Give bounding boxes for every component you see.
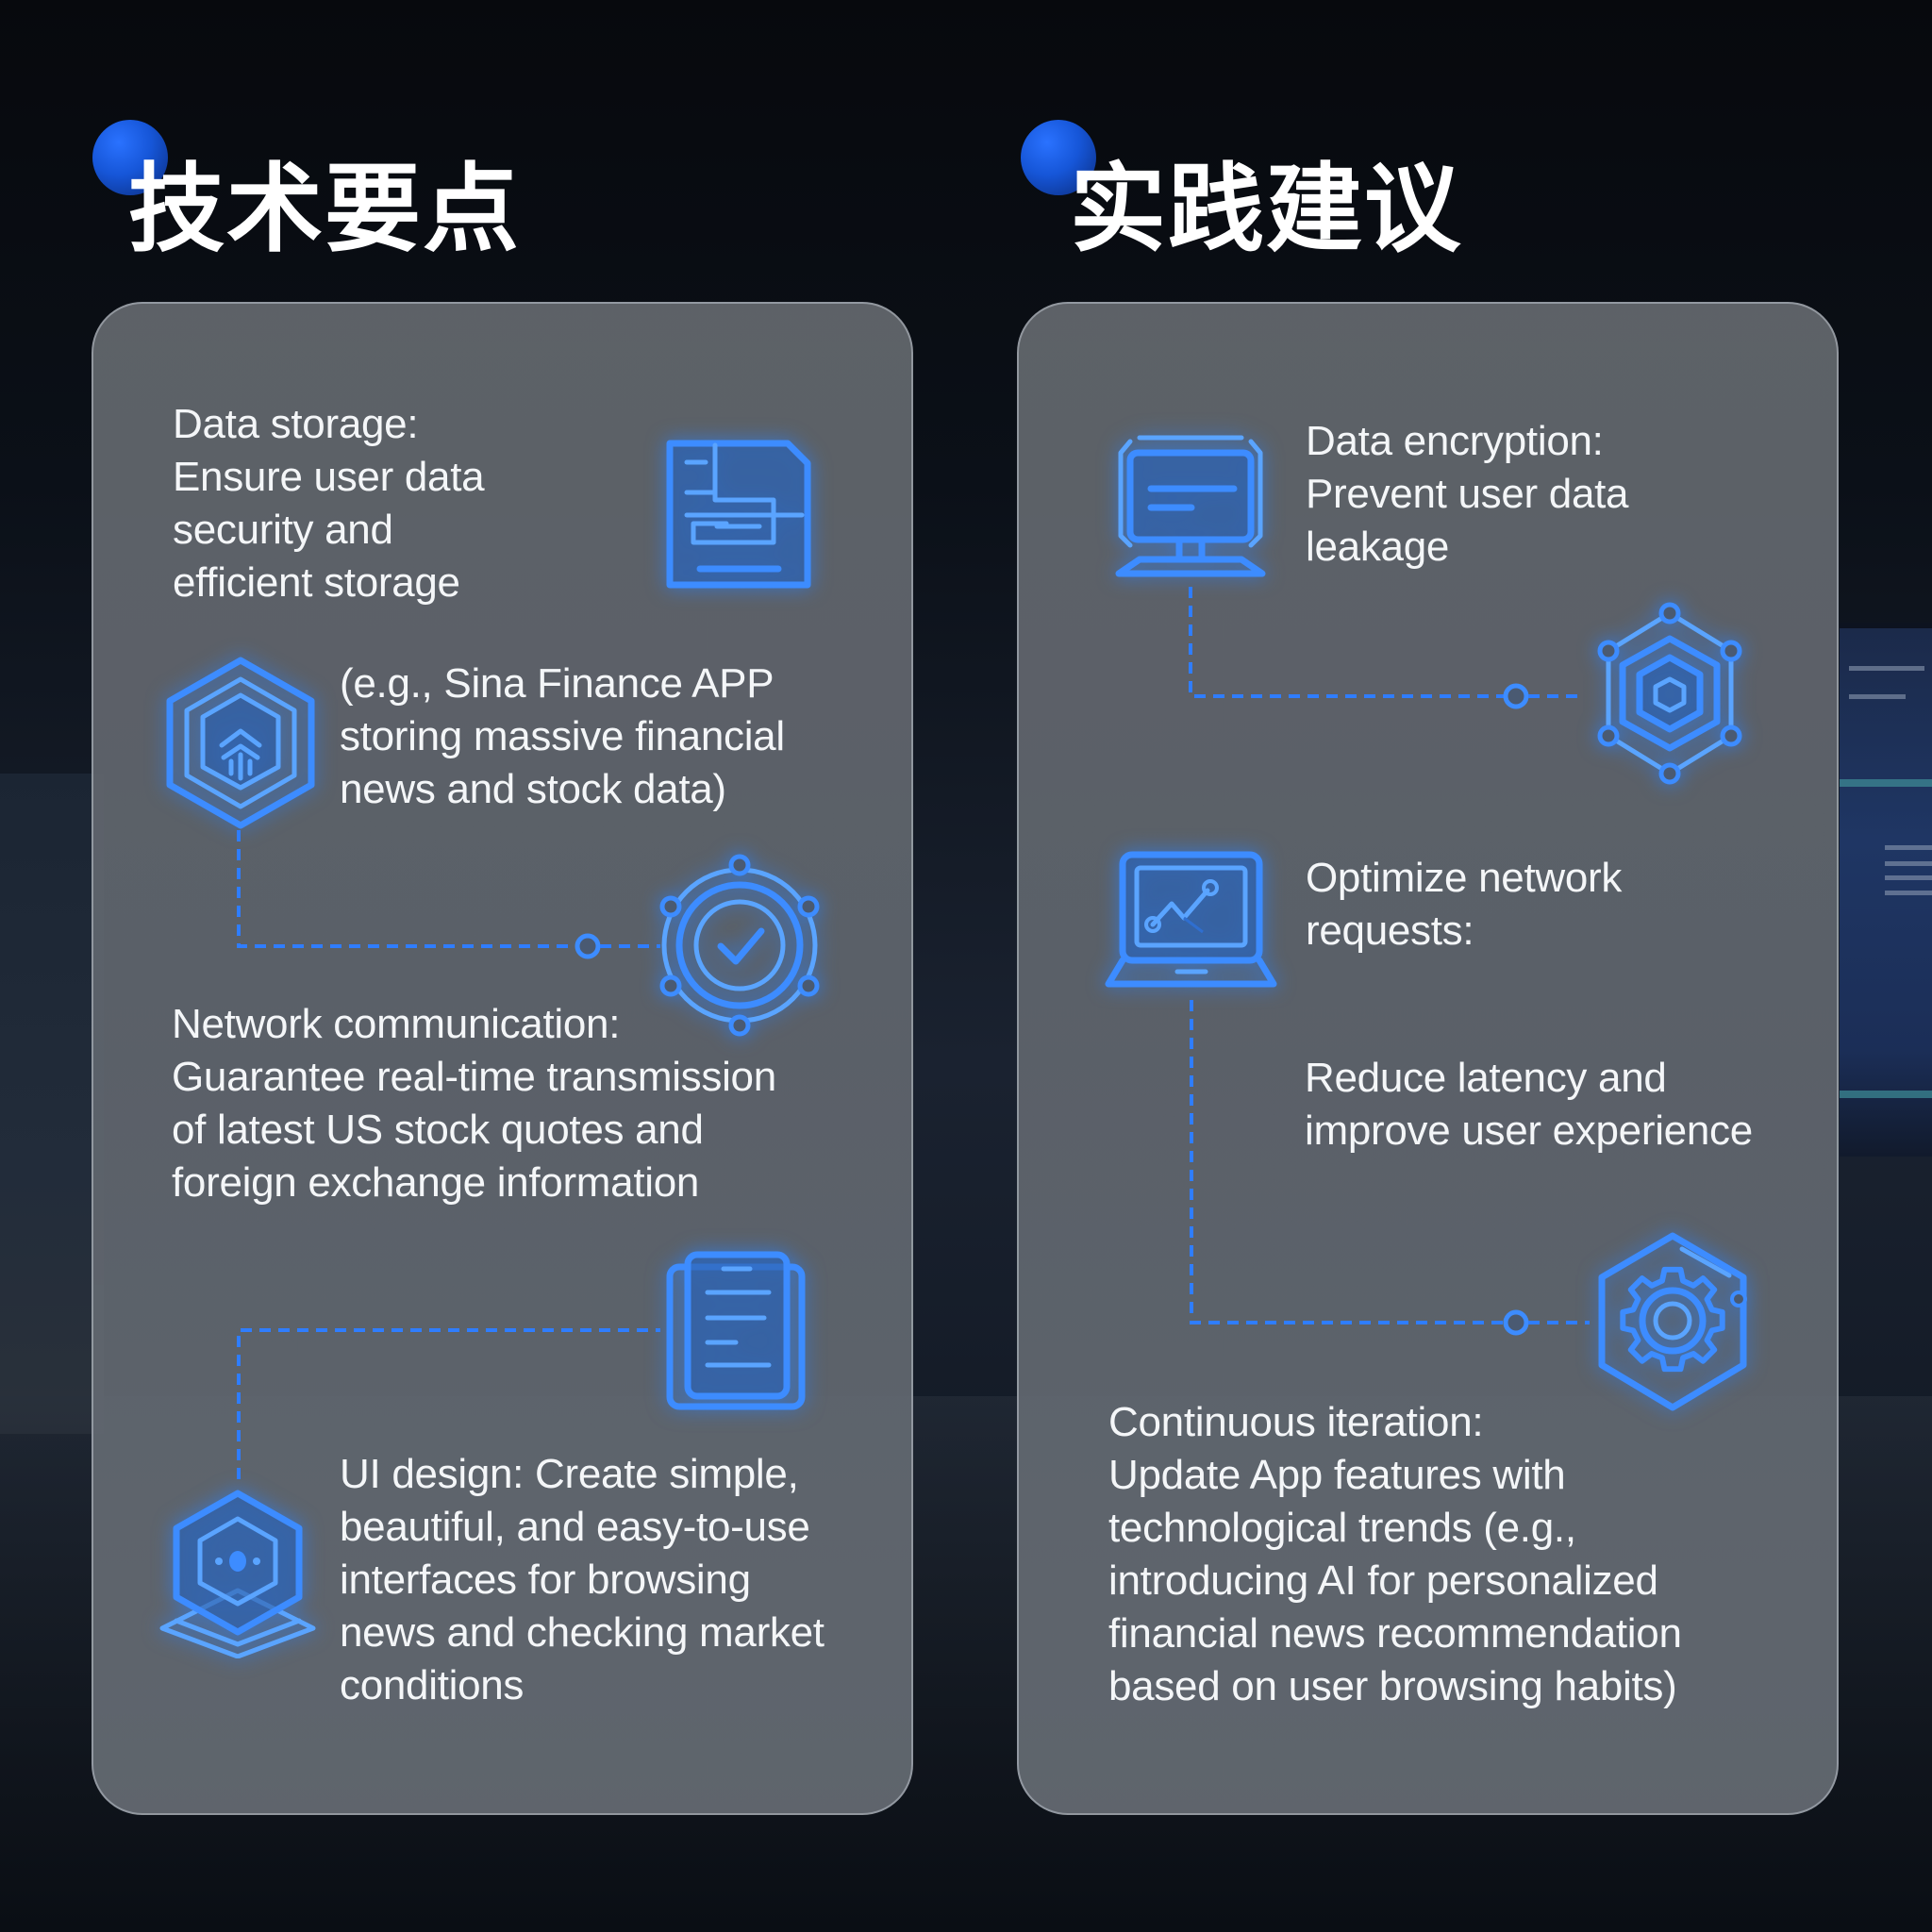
continuous-iteration-text: Continuous iteration: Update App feature… (1108, 1399, 1682, 1709)
section-title-right: 实践建议 (1070, 154, 1462, 266)
sina-finance-example-text: (e.g., Sina Finance APP storing massive … (340, 660, 785, 812)
mobile-document-icon (665, 1250, 807, 1415)
optimize-network-text: Optimize network requests: (1306, 855, 1623, 954)
document-storage-icon (660, 434, 817, 599)
background-monitor (1840, 623, 1932, 1157)
hexagon-gear-icon (1588, 1228, 1757, 1422)
background-left-object (0, 774, 104, 1434)
data-storage-text: Data storage: Ensure user data security … (173, 401, 485, 606)
laptop-chart-icon (1104, 847, 1278, 998)
hexagon-layers-icon (165, 656, 316, 835)
title-accent-dot-right (1021, 120, 1096, 195)
hexagon-ui-layers-icon (153, 1489, 323, 1663)
network-communication-text: Network communication: Guarantee real-ti… (172, 1001, 776, 1206)
monitor-icon (1111, 432, 1270, 583)
title-accent-dot-left (92, 120, 168, 195)
reduce-latency-text: Reduce latency and improve user experien… (1305, 1055, 1753, 1154)
ui-design-text: UI design: Create simple, beautiful, and… (340, 1451, 824, 1708)
check-circle-network-icon (658, 854, 823, 1042)
section-title-left: 技术要点 (128, 154, 521, 266)
data-encryption-text: Data encryption: Prevent user data leaka… (1306, 418, 1629, 570)
hexagon-shield-network-icon (1585, 599, 1755, 792)
